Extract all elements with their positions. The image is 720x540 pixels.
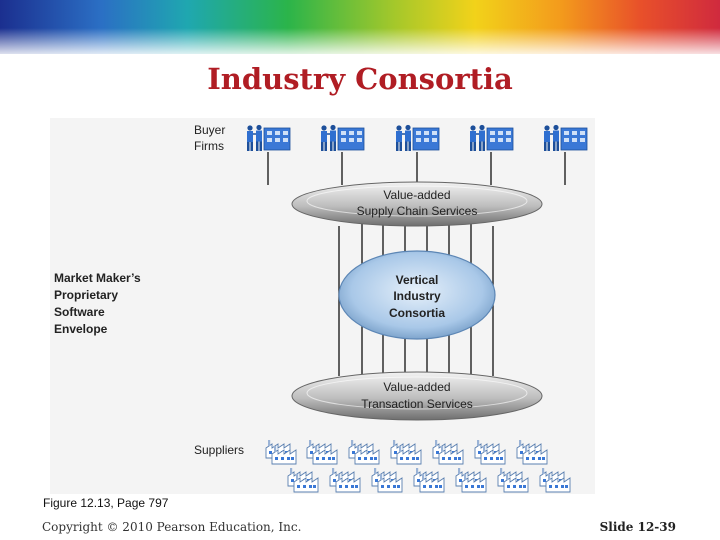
factory-icon bbox=[497, 467, 529, 493]
decorative-banner bbox=[0, 0, 720, 54]
buyer-label-line1: Buyer bbox=[194, 123, 226, 137]
envelope-line3: Software bbox=[54, 305, 105, 319]
buyer-firm-icon bbox=[469, 124, 514, 152]
figure-caption: Figure 12.13, Page 797 bbox=[43, 496, 169, 510]
buyer-firms-label: Buyer Firms bbox=[194, 122, 225, 154]
buyer-firm-icon bbox=[320, 124, 365, 152]
vertical-industry-consortia-ellipse: Vertical Industry Consortia bbox=[338, 250, 496, 340]
envelope-line4: Envelope bbox=[54, 322, 108, 336]
center-ellipse-line3: Consortia bbox=[389, 306, 445, 320]
factory-icon bbox=[348, 439, 380, 465]
envelope-line2: Proprietary bbox=[54, 288, 119, 302]
factory-icon bbox=[287, 467, 319, 493]
envelope-line1: Market Maker’s bbox=[54, 271, 141, 285]
supplier-factories bbox=[265, 439, 571, 493]
factory-icon bbox=[390, 439, 422, 465]
factory-icon bbox=[432, 439, 464, 465]
bottom-ellipse-line1: Value-added bbox=[383, 380, 450, 394]
bottom-ellipse-line2: Transaction Services bbox=[361, 397, 473, 411]
factory-icon bbox=[474, 439, 506, 465]
supply-chain-services-ellipse: Value-added Supply Chain Services bbox=[291, 181, 543, 227]
buyer-firm-icon bbox=[246, 124, 291, 152]
copyright-text: Copyright © 2010 Pearson Education, Inc. bbox=[42, 520, 302, 534]
figure-background bbox=[50, 118, 595, 494]
factory-icon bbox=[516, 439, 548, 465]
transaction-services-ellipse: Value-added Transaction Services bbox=[291, 371, 543, 421]
top-ellipse-line2: Supply Chain Services bbox=[357, 204, 478, 218]
buyer-firm-icon bbox=[395, 124, 440, 152]
buyer-firm-icon bbox=[543, 124, 588, 152]
buyer-label-line2: Firms bbox=[194, 139, 224, 153]
factory-icon bbox=[306, 439, 338, 465]
page-title: Industry Consortia bbox=[207, 62, 513, 96]
factory-icon bbox=[539, 467, 571, 493]
factory-icon bbox=[455, 467, 487, 493]
factory-icon bbox=[329, 467, 361, 493]
slide-number: Slide 12-39 bbox=[599, 520, 676, 534]
envelope-label: Market Maker’s Proprietary Software Enve… bbox=[54, 270, 141, 338]
center-ellipse-line1: Vertical bbox=[396, 273, 439, 287]
center-ellipse-line2: Industry bbox=[393, 289, 441, 303]
suppliers-label: Suppliers bbox=[194, 443, 245, 457]
factory-icon bbox=[371, 467, 403, 493]
top-ellipse-line1: Value-added bbox=[383, 188, 450, 202]
factory-icon bbox=[265, 439, 297, 465]
factory-icon bbox=[413, 467, 445, 493]
